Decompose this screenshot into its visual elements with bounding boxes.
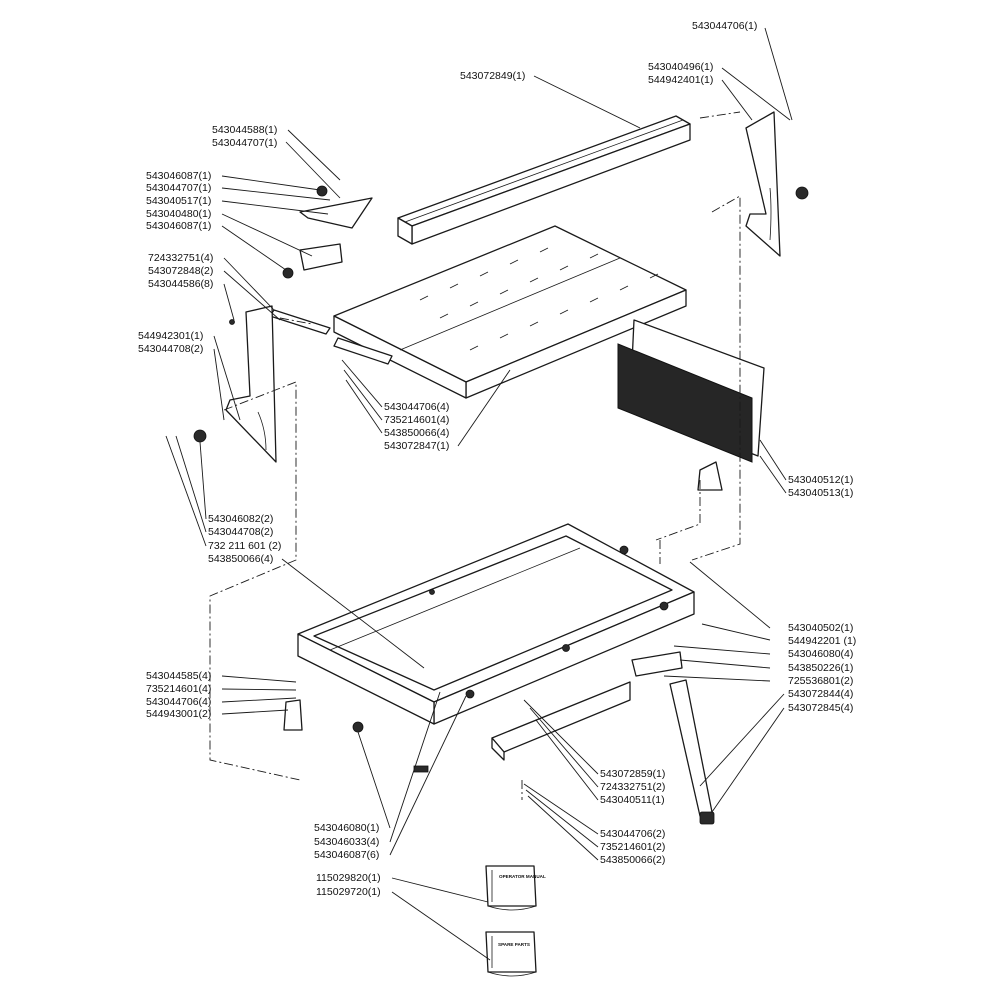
label-slide-b: 543072848(2) [148,265,213,277]
label-table-b: 735214601(4) [384,414,449,426]
label-clamp-g: 543046087(1) [146,220,211,232]
leg [631,651,715,825]
label-knob-a: 543046082(2) [208,513,273,525]
label-clamp-d: 543044707(1) [146,182,211,194]
label-tray-a: 543072859(1) [600,768,665,780]
label-knob-b: 543044708(2) [208,526,273,538]
label-base-r2: 544942201 (1) [788,635,856,647]
clamp-assembly [282,185,373,279]
label-slide-c: 543044586(8) [148,278,213,290]
top-rail [397,115,691,245]
label-tray-b: 724332751(2) [600,781,665,793]
feet-brackets [283,699,429,773]
label-table-d: 543072847(1) [384,440,449,452]
label-left-support-b: 543044708(2) [138,343,203,355]
leader-lines [165,27,793,961]
label-foot-c: 543046087(6) [314,849,379,861]
label-base-r3: 543046080(4) [788,648,853,660]
label-tray-c: 543040511(1) [600,794,665,806]
label-left-support-a: 544942301(1) [138,330,203,342]
label-knob-d: 543850066(4) [208,553,273,565]
label-clamp-b: 543044707(1) [212,137,277,149]
splash-guard [617,319,765,463]
label-slide-a: 724332751(4) [148,252,213,264]
table-top [333,225,687,399]
label-base-l4: 544943001(2) [146,708,211,720]
base-tray [297,523,695,725]
operator-manual-title: OPERATOR MANUAL [499,874,546,879]
label-manual-a: 115029820(1) [316,872,381,884]
label-manual-b: 115029720(1) [316,886,381,898]
left-support [193,305,277,463]
guard-bracket [697,461,723,491]
label-base-r4: 543850226(1) [788,662,853,674]
label-tray-e: 735214601(2) [600,841,665,853]
part-labels: 543044706(1) 543040496(1) 544942401(1) 5… [138,20,856,898]
label-base-l3: 543044706(4) [146,696,211,708]
label-tray-f: 543850066(2) [600,854,665,866]
label-right-support-top: 543044706(1) [692,20,757,32]
table-holes [419,247,659,351]
label-tray-d: 543044706(2) [600,828,665,840]
label-base-r6: 543072844(4) [788,688,853,700]
label-top-rail: 543072849(1) [460,70,525,82]
label-foot-b: 543046033(4) [314,836,379,848]
label-base-r7: 543072845(4) [788,702,853,714]
operator-manual-book: OPERATOR MANUAL [485,865,546,911]
label-knob-c: 732 211 601 (2) [208,540,281,552]
label-right-support-a: 543040496(1) [648,61,713,73]
label-clamp-f: 543040480(1) [146,208,211,220]
lower-tray [491,681,631,761]
spare-parts-title: SPARE PARTS [498,942,530,947]
label-base-l2: 735214601(4) [146,683,211,695]
assembly-lines [209,111,741,800]
right-support [745,111,809,257]
spare-parts-book: SPARE PARTS [485,931,537,977]
label-base-r1: 543040502(1) [788,622,853,634]
label-base-l1: 543044585(4) [146,670,211,682]
label-clamp-c: 543046087(1) [146,170,211,182]
label-table-c: 543850066(4) [384,427,449,439]
label-clamp-a: 543044588(1) [212,124,277,136]
label-guard-a: 543040512(1) [788,474,853,486]
label-foot-a: 543046080(1) [314,822,379,834]
label-clamp-e: 543040517(1) [146,195,211,207]
label-right-support-b: 544942401(1) [648,74,713,86]
label-base-r5: 725536801(2) [788,675,853,687]
label-table-a: 543044706(4) [384,401,449,413]
label-guard-b: 543040513(1) [788,487,853,499]
